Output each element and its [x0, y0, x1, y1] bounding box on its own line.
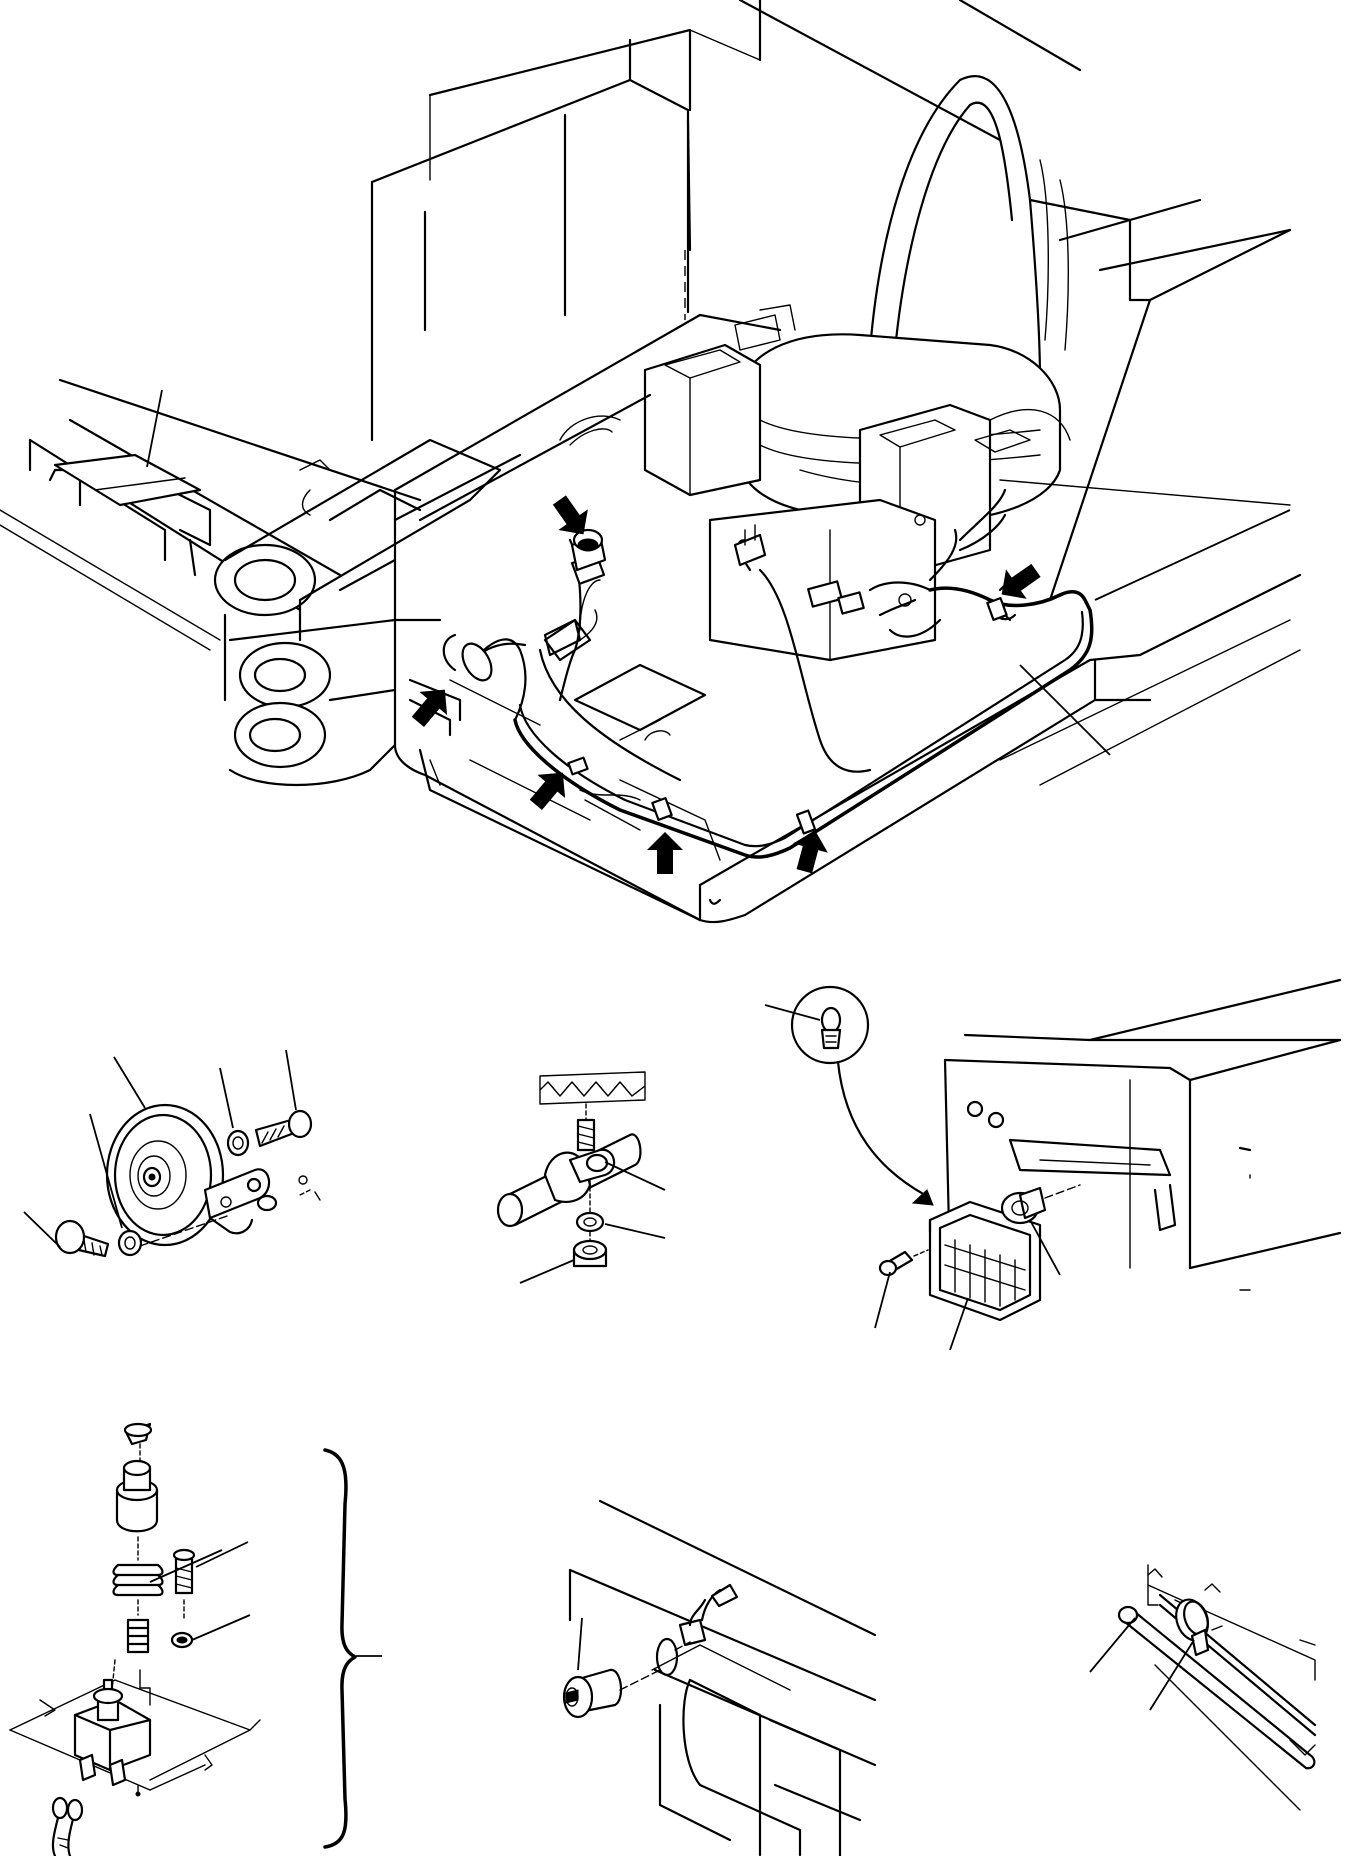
rear-structure [370, 0, 1082, 442]
main-view [0, 0, 1302, 924]
lamp-detail [764, 978, 1342, 1351]
cable-band-detail [1089, 1564, 1317, 1811]
right-frame [999, 198, 1302, 786]
wiring-harness [442, 488, 1094, 859]
horn-detail [23, 1049, 321, 1258]
key-switch-detail [562, 1499, 877, 1856]
main-leaders [146, 389, 1291, 756]
operator-seat [643, 75, 1132, 662]
location-arrow-icon [647, 832, 683, 874]
revolving-frame-bracket [0, 378, 522, 787]
brace-icon [323, 1448, 357, 1849]
location-arrow-icon [522, 761, 577, 817]
push-switch-exploded-detail [9, 1422, 382, 1856]
harness-clamp-detail [496, 1071, 666, 1284]
